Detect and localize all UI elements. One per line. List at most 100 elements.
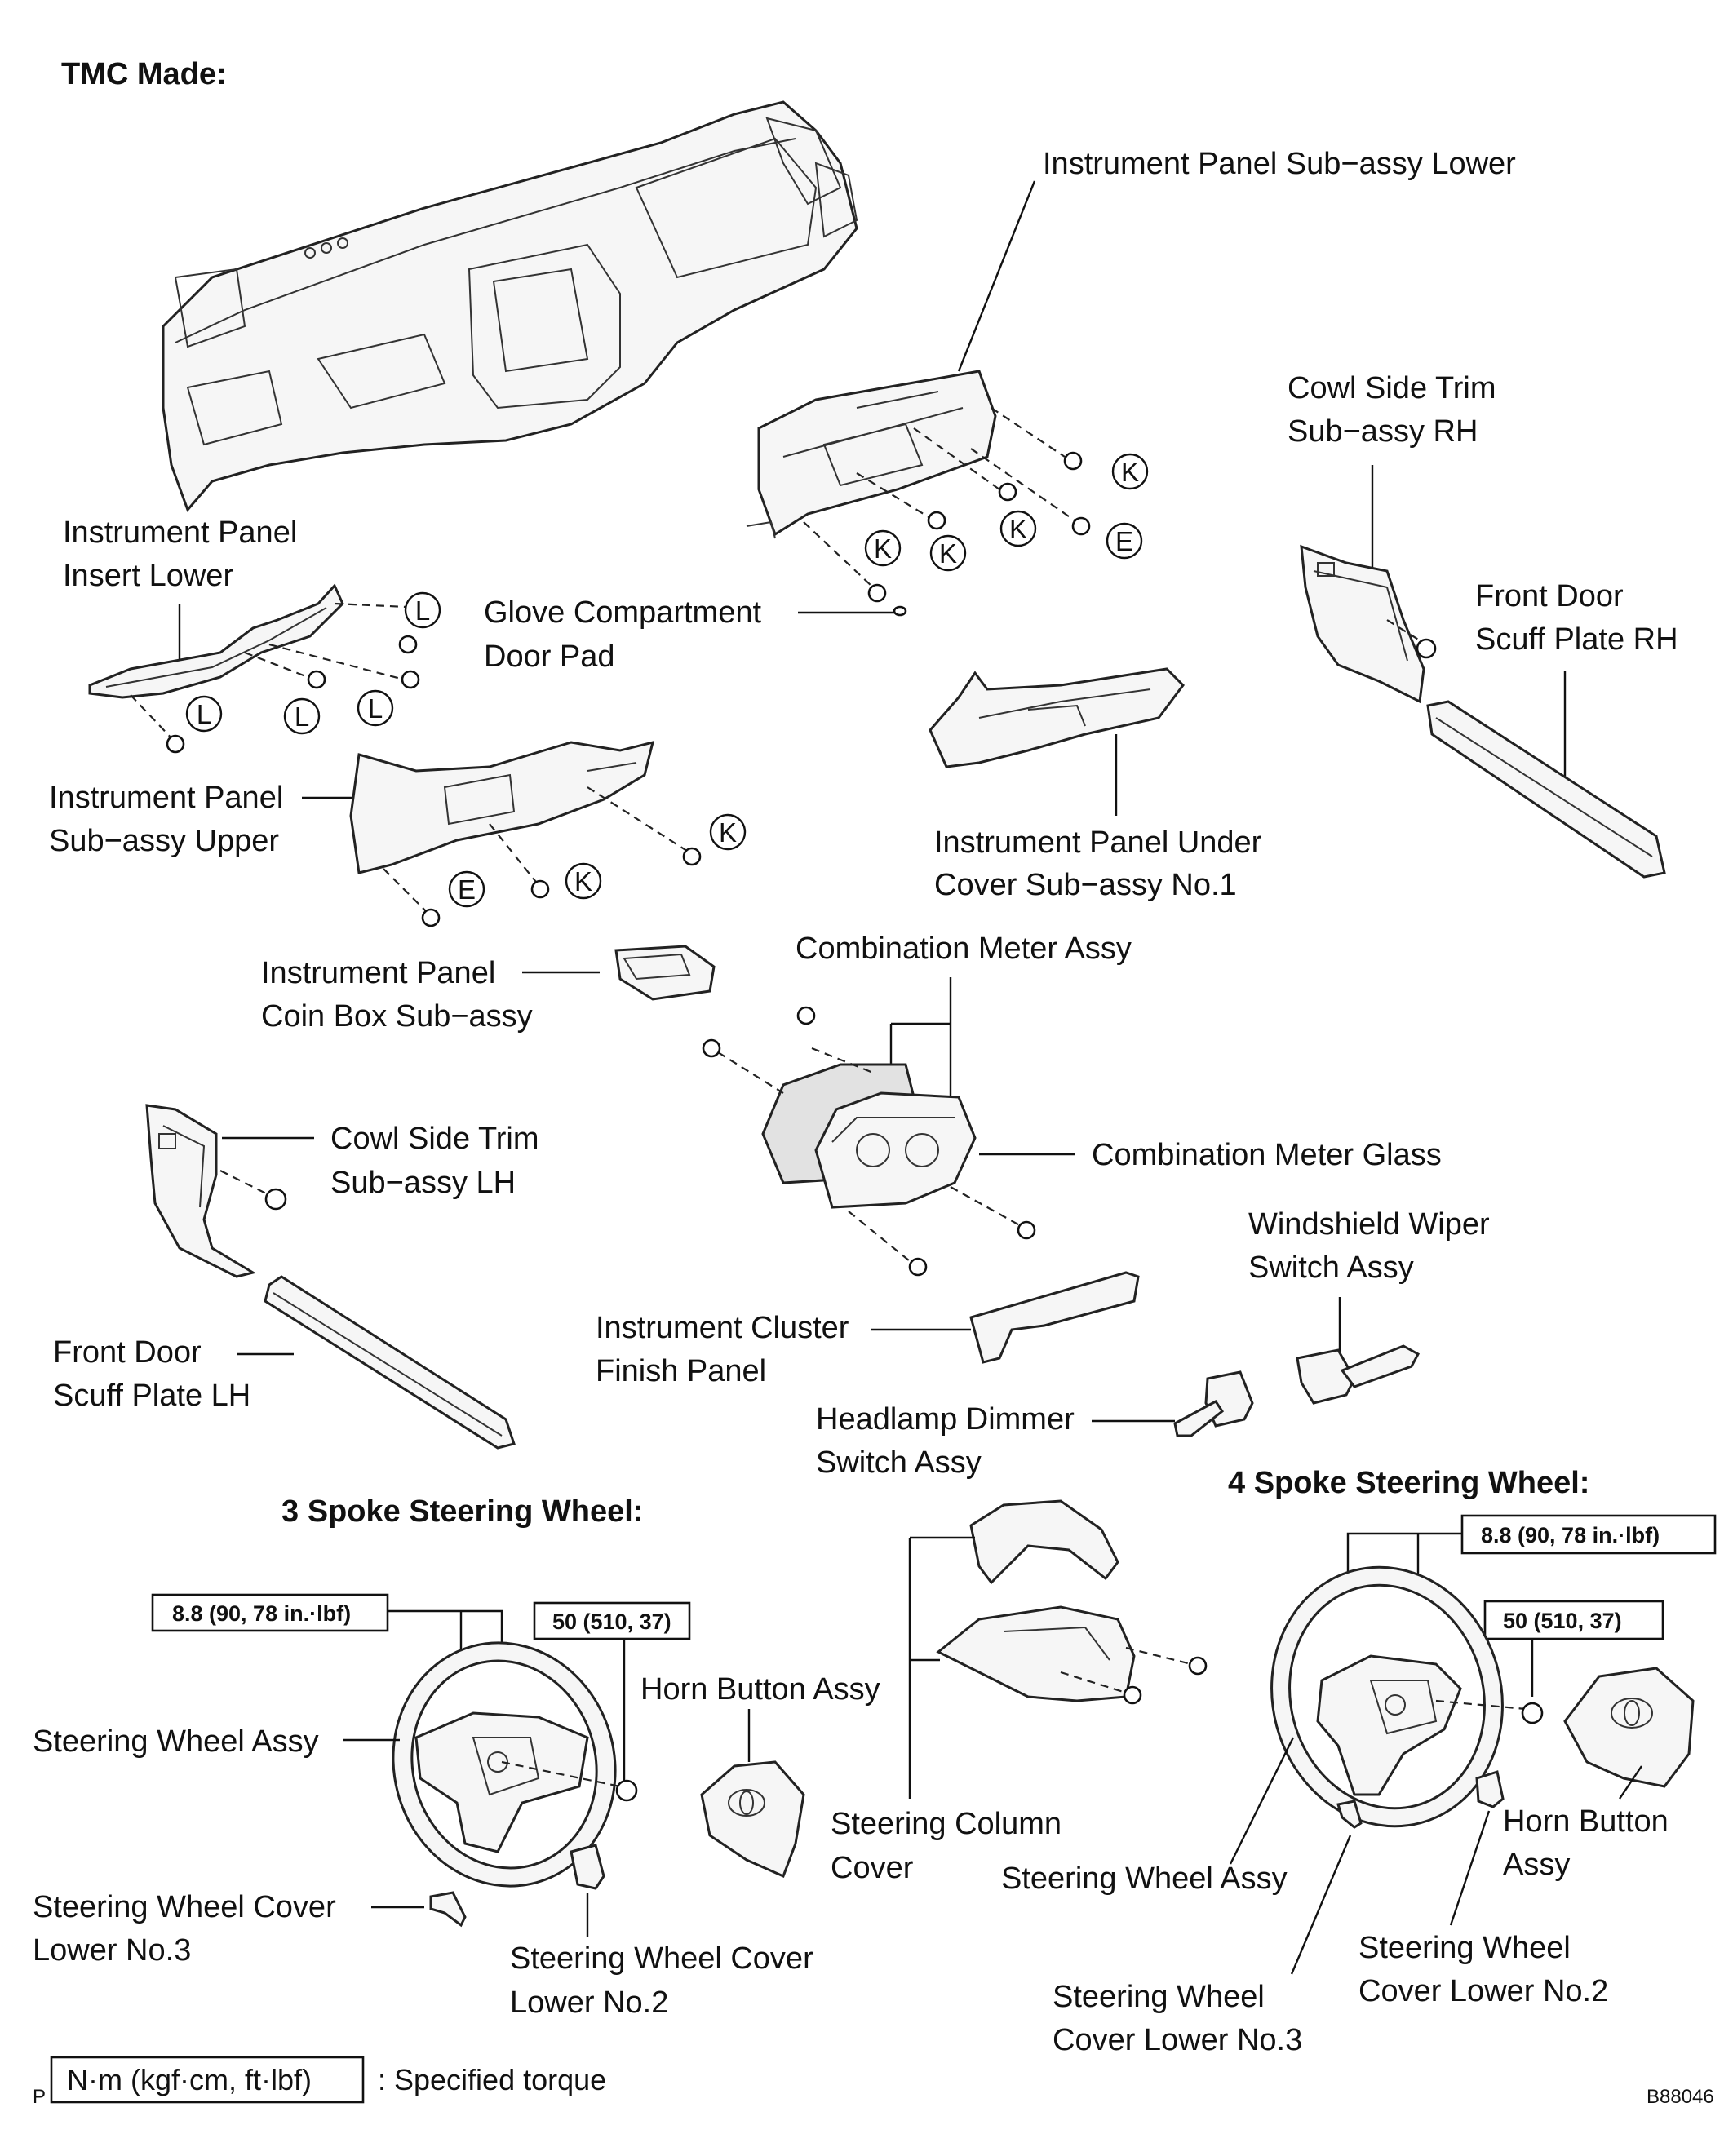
label-steering-wheel-assy-3: Steering Wheel Assy bbox=[33, 1724, 319, 1759]
svg-text:K: K bbox=[1121, 457, 1139, 487]
marker-e: E bbox=[1106, 522, 1143, 560]
marker-k: K bbox=[999, 510, 1037, 547]
leader-wheel-4 bbox=[1229, 1737, 1295, 1865]
bolt bbox=[1063, 451, 1083, 471]
label-horn-button-4-1: Horn Button bbox=[1503, 1804, 1669, 1839]
instrument-panel-drawing bbox=[162, 100, 858, 512]
label-scuff-lh-1: Front Door bbox=[53, 1335, 202, 1370]
label-cluster-finish-1: Instrument Cluster bbox=[596, 1311, 849, 1345]
nut bbox=[1521, 1702, 1544, 1724]
header-3-spoke: 3 Spoke Steering Wheel: bbox=[281, 1494, 643, 1529]
bolt bbox=[867, 583, 887, 603]
column-cover-drawing bbox=[936, 1499, 1136, 1702]
label-cover-no3-right-1: Steering Wheel bbox=[1053, 1980, 1265, 2014]
svg-text:8.8 (90, 78 in.·lbf): 8.8 (90, 78 in.·lbf) bbox=[1481, 1523, 1660, 1547]
scuff-plate-lh-drawing bbox=[264, 1275, 516, 1450]
label-instrument-panel-sub-assy-lower: Instrument Panel Sub−assy Lower bbox=[1043, 147, 1516, 181]
label-steering-wheel-assy-4: Steering Wheel Assy bbox=[1001, 1862, 1288, 1896]
cover-no2-right-part bbox=[1475, 1770, 1505, 1808]
marker-k: K bbox=[929, 534, 967, 572]
label-under-cover-1: Instrument Panel Under bbox=[934, 826, 1262, 860]
label-wiper-2: Switch Assy bbox=[1248, 1251, 1414, 1285]
leader-panel-lower bbox=[957, 180, 1036, 372]
label-cover-no3-left-1: Steering Wheel Cover bbox=[33, 1890, 336, 1924]
label-cover-no2-left-1: Steering Wheel Cover bbox=[510, 1941, 813, 1976]
marker-k: K bbox=[565, 862, 602, 900]
cover-no3-right-part bbox=[1336, 1800, 1363, 1829]
label-cowl-lh-1: Cowl Side Trim bbox=[330, 1122, 539, 1156]
svg-text:K: K bbox=[719, 817, 737, 848]
svg-text:L: L bbox=[415, 595, 430, 626]
marker-k: K bbox=[864, 529, 902, 567]
combination-meter-drawing bbox=[761, 1063, 977, 1209]
label-cluster-finish-2: Finish Panel bbox=[596, 1354, 766, 1388]
label-column-cover-1: Steering Column bbox=[831, 1807, 1062, 1841]
label-combination-meter-glass: Combination Meter Glass bbox=[1092, 1138, 1442, 1172]
label-cover-no3-right-2: Cover Lower No.3 bbox=[1053, 2023, 1302, 2057]
nut bbox=[615, 1779, 638, 1802]
label-cover-no2-left-2: Lower No.2 bbox=[510, 1986, 668, 2020]
label-coin-box-1: Instrument Panel bbox=[261, 956, 495, 990]
horn-button-3-drawing bbox=[700, 1760, 805, 1879]
svg-text:K: K bbox=[574, 866, 592, 896]
svg-text:8.8 (90, 78 in.·lbf): 8.8 (90, 78 in.·lbf) bbox=[172, 1601, 351, 1626]
torque-box-4-small: 8.8 (90, 78 in.·lbf) bbox=[1460, 1514, 1717, 1555]
steering-wheel-4-drawing bbox=[1270, 1565, 1504, 1828]
label-cowl-rh-2: Sub−assy RH bbox=[1288, 414, 1478, 449]
label-combination-meter-assy: Combination Meter Assy bbox=[796, 932, 1132, 966]
label-coin-box-2: Coin Box Sub−assy bbox=[261, 999, 533, 1034]
cover-no2-left-part bbox=[570, 1844, 605, 1890]
marker-l: L bbox=[185, 695, 223, 733]
header-4-spoke: 4 Spoke Steering Wheel: bbox=[1228, 1466, 1589, 1500]
steering-wheel-3-drawing bbox=[392, 1641, 617, 1888]
svg-text:E: E bbox=[458, 874, 476, 905]
leader-cover-no2-right bbox=[1449, 1810, 1491, 1926]
label-wiper-1: Windshield Wiper bbox=[1248, 1207, 1490, 1242]
legend-torque-box: N·m (kgf·cm, ft·lbf) bbox=[50, 2056, 365, 2104]
svg-text:L: L bbox=[197, 699, 211, 729]
label-dimmer-1: Headlamp Dimmer bbox=[816, 1402, 1075, 1437]
label-insert-lower-1: Instrument Panel bbox=[63, 516, 297, 550]
marker-k: K bbox=[709, 813, 747, 851]
svg-text:N·m (kgf·cm, ft·lbf): N·m (kgf·cm, ft·lbf) bbox=[67, 2063, 312, 2096]
bolt bbox=[1071, 516, 1091, 536]
legend-prefix: P bbox=[33, 2086, 46, 2108]
label-cover-no3-left-2: Lower No.3 bbox=[33, 1933, 191, 1968]
label-scuff-lh-2: Scuff Plate LH bbox=[53, 1379, 250, 1413]
figure-id: B88046 bbox=[1647, 2086, 1714, 2108]
marker-e: E bbox=[448, 870, 485, 908]
svg-text:L: L bbox=[368, 693, 383, 724]
svg-text:50 (510, 37): 50 (510, 37) bbox=[1503, 1609, 1622, 1633]
bolt bbox=[998, 482, 1017, 502]
label-panel-upper-1: Instrument Panel bbox=[49, 781, 283, 815]
marker-l: L bbox=[357, 689, 394, 727]
cowl-trim-lh-drawing bbox=[145, 1104, 256, 1278]
torque-box-3-small: 8.8 (90, 78 in.·lbf) bbox=[151, 1593, 389, 1632]
label-glove-pad-1: Glove Compartment bbox=[484, 595, 761, 630]
label-cover-no2-right-1: Steering Wheel bbox=[1358, 1931, 1571, 1965]
marker-k: K bbox=[1111, 453, 1149, 490]
horn-button-4-drawing bbox=[1563, 1667, 1695, 1788]
label-panel-upper-2: Sub−assy Upper bbox=[49, 824, 279, 858]
label-scuff-rh-2: Scuff Plate RH bbox=[1475, 622, 1678, 657]
cover-no3-left-part bbox=[429, 1891, 467, 1928]
under-cover-drawing bbox=[929, 667, 1185, 768]
leader-horn-4 bbox=[1619, 1765, 1642, 1800]
label-insert-lower-2: Insert Lower bbox=[63, 559, 233, 593]
glove-box-drawing bbox=[746, 370, 997, 539]
marker-l: L bbox=[283, 697, 321, 735]
header-tmc-made: TMC Made: bbox=[61, 57, 227, 91]
door-pad bbox=[893, 605, 907, 617]
svg-text:L: L bbox=[295, 702, 309, 732]
coin-box-drawing bbox=[614, 945, 716, 1001]
torque-box-4-large: 50 (510, 37) bbox=[1483, 1600, 1664, 1640]
label-under-cover-2: Cover Sub−assy No.1 bbox=[934, 868, 1237, 902]
leader-cover-no3-right bbox=[1290, 1835, 1352, 1975]
label-horn-button-3: Horn Button Assy bbox=[640, 1672, 880, 1707]
label-cowl-lh-2: Sub−assy LH bbox=[330, 1166, 516, 1200]
label-column-cover-2: Cover bbox=[831, 1851, 914, 1885]
insert-lower-drawing bbox=[88, 583, 344, 699]
svg-text:E: E bbox=[1115, 526, 1133, 556]
svg-text:K: K bbox=[1009, 514, 1027, 544]
